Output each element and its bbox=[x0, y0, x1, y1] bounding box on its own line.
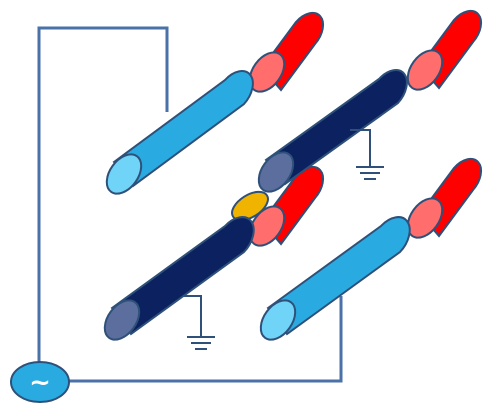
wire-to-lower-rod bbox=[60, 296, 343, 383]
red-rod-4 bbox=[406, 157, 483, 239]
ac-source: ~ bbox=[10, 361, 70, 403]
wire-to-upper-rod bbox=[37, 26, 169, 362]
red-rod-1 bbox=[248, 11, 325, 93]
light-blue-rod-upper-cap bbox=[105, 153, 143, 195]
red-rod-2 bbox=[406, 9, 483, 91]
red-rod-1-cap bbox=[248, 51, 286, 93]
dark-blue-rod-upper bbox=[257, 69, 408, 193]
gold-spark-ellipse bbox=[231, 190, 269, 222]
light-blue-rod-upper bbox=[105, 70, 254, 195]
wires bbox=[37, 26, 343, 383]
red-rod-2-cap bbox=[406, 49, 444, 91]
ac-source-symbol: ~ bbox=[29, 368, 51, 398]
dark-blue-rod-upper-cap bbox=[257, 151, 295, 193]
light-blue-rod-lower bbox=[259, 216, 411, 341]
dark-blue-rod-lower-cap bbox=[103, 299, 141, 341]
red-rod-3-cap bbox=[248, 205, 286, 247]
ground-symbol-upper bbox=[350, 129, 384, 180]
red-rod-3 bbox=[248, 165, 325, 247]
ground-symbol-lower bbox=[183, 295, 215, 350]
ac-source-body bbox=[10, 361, 70, 403]
light-blue-rod-lower-cap bbox=[259, 299, 297, 341]
dark-blue-rod-lower bbox=[103, 216, 255, 341]
red-rod-4-cap bbox=[406, 197, 444, 239]
